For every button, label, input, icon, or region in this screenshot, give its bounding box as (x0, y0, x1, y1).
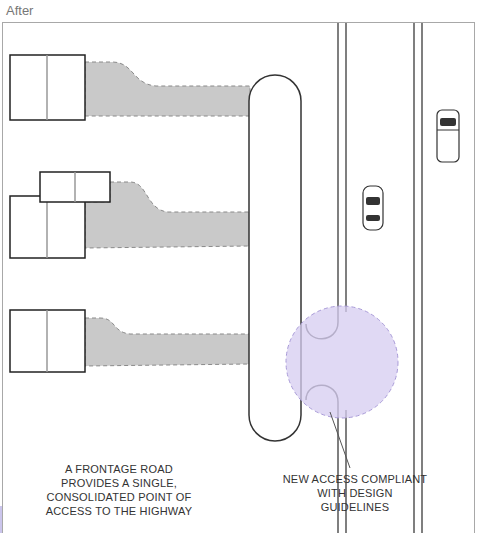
roof-ridge (46, 55, 48, 120)
leader-line (330, 412, 350, 468)
highway (306, 23, 422, 533)
highway-line-lower (345, 410, 347, 533)
driveway (85, 318, 250, 366)
car (363, 186, 383, 230)
building (10, 310, 85, 372)
highway-line (413, 23, 415, 533)
driveway (85, 62, 250, 116)
highway-line-upper (345, 23, 347, 312)
highway-edge-upper (306, 23, 338, 339)
roof-ridge (74, 172, 76, 202)
building (10, 196, 85, 258)
access-highlight (286, 306, 398, 418)
buildings (10, 55, 110, 372)
roof-ridge (46, 196, 48, 258)
driveways (85, 62, 250, 366)
callout-text: NEW ACCESS COMPLIANT WITH DESIGN GUIDELI… (282, 472, 428, 514)
roof-ridge (46, 310, 48, 372)
building-annex (40, 172, 110, 202)
truck (437, 110, 459, 162)
building (10, 55, 85, 120)
callout-text: A FRONTAGE ROAD PROVIDES A SINGLE, CONSO… (40, 462, 198, 518)
frame (3, 23, 475, 533)
highway-line (421, 23, 423, 533)
diagram-title: After (6, 3, 33, 18)
